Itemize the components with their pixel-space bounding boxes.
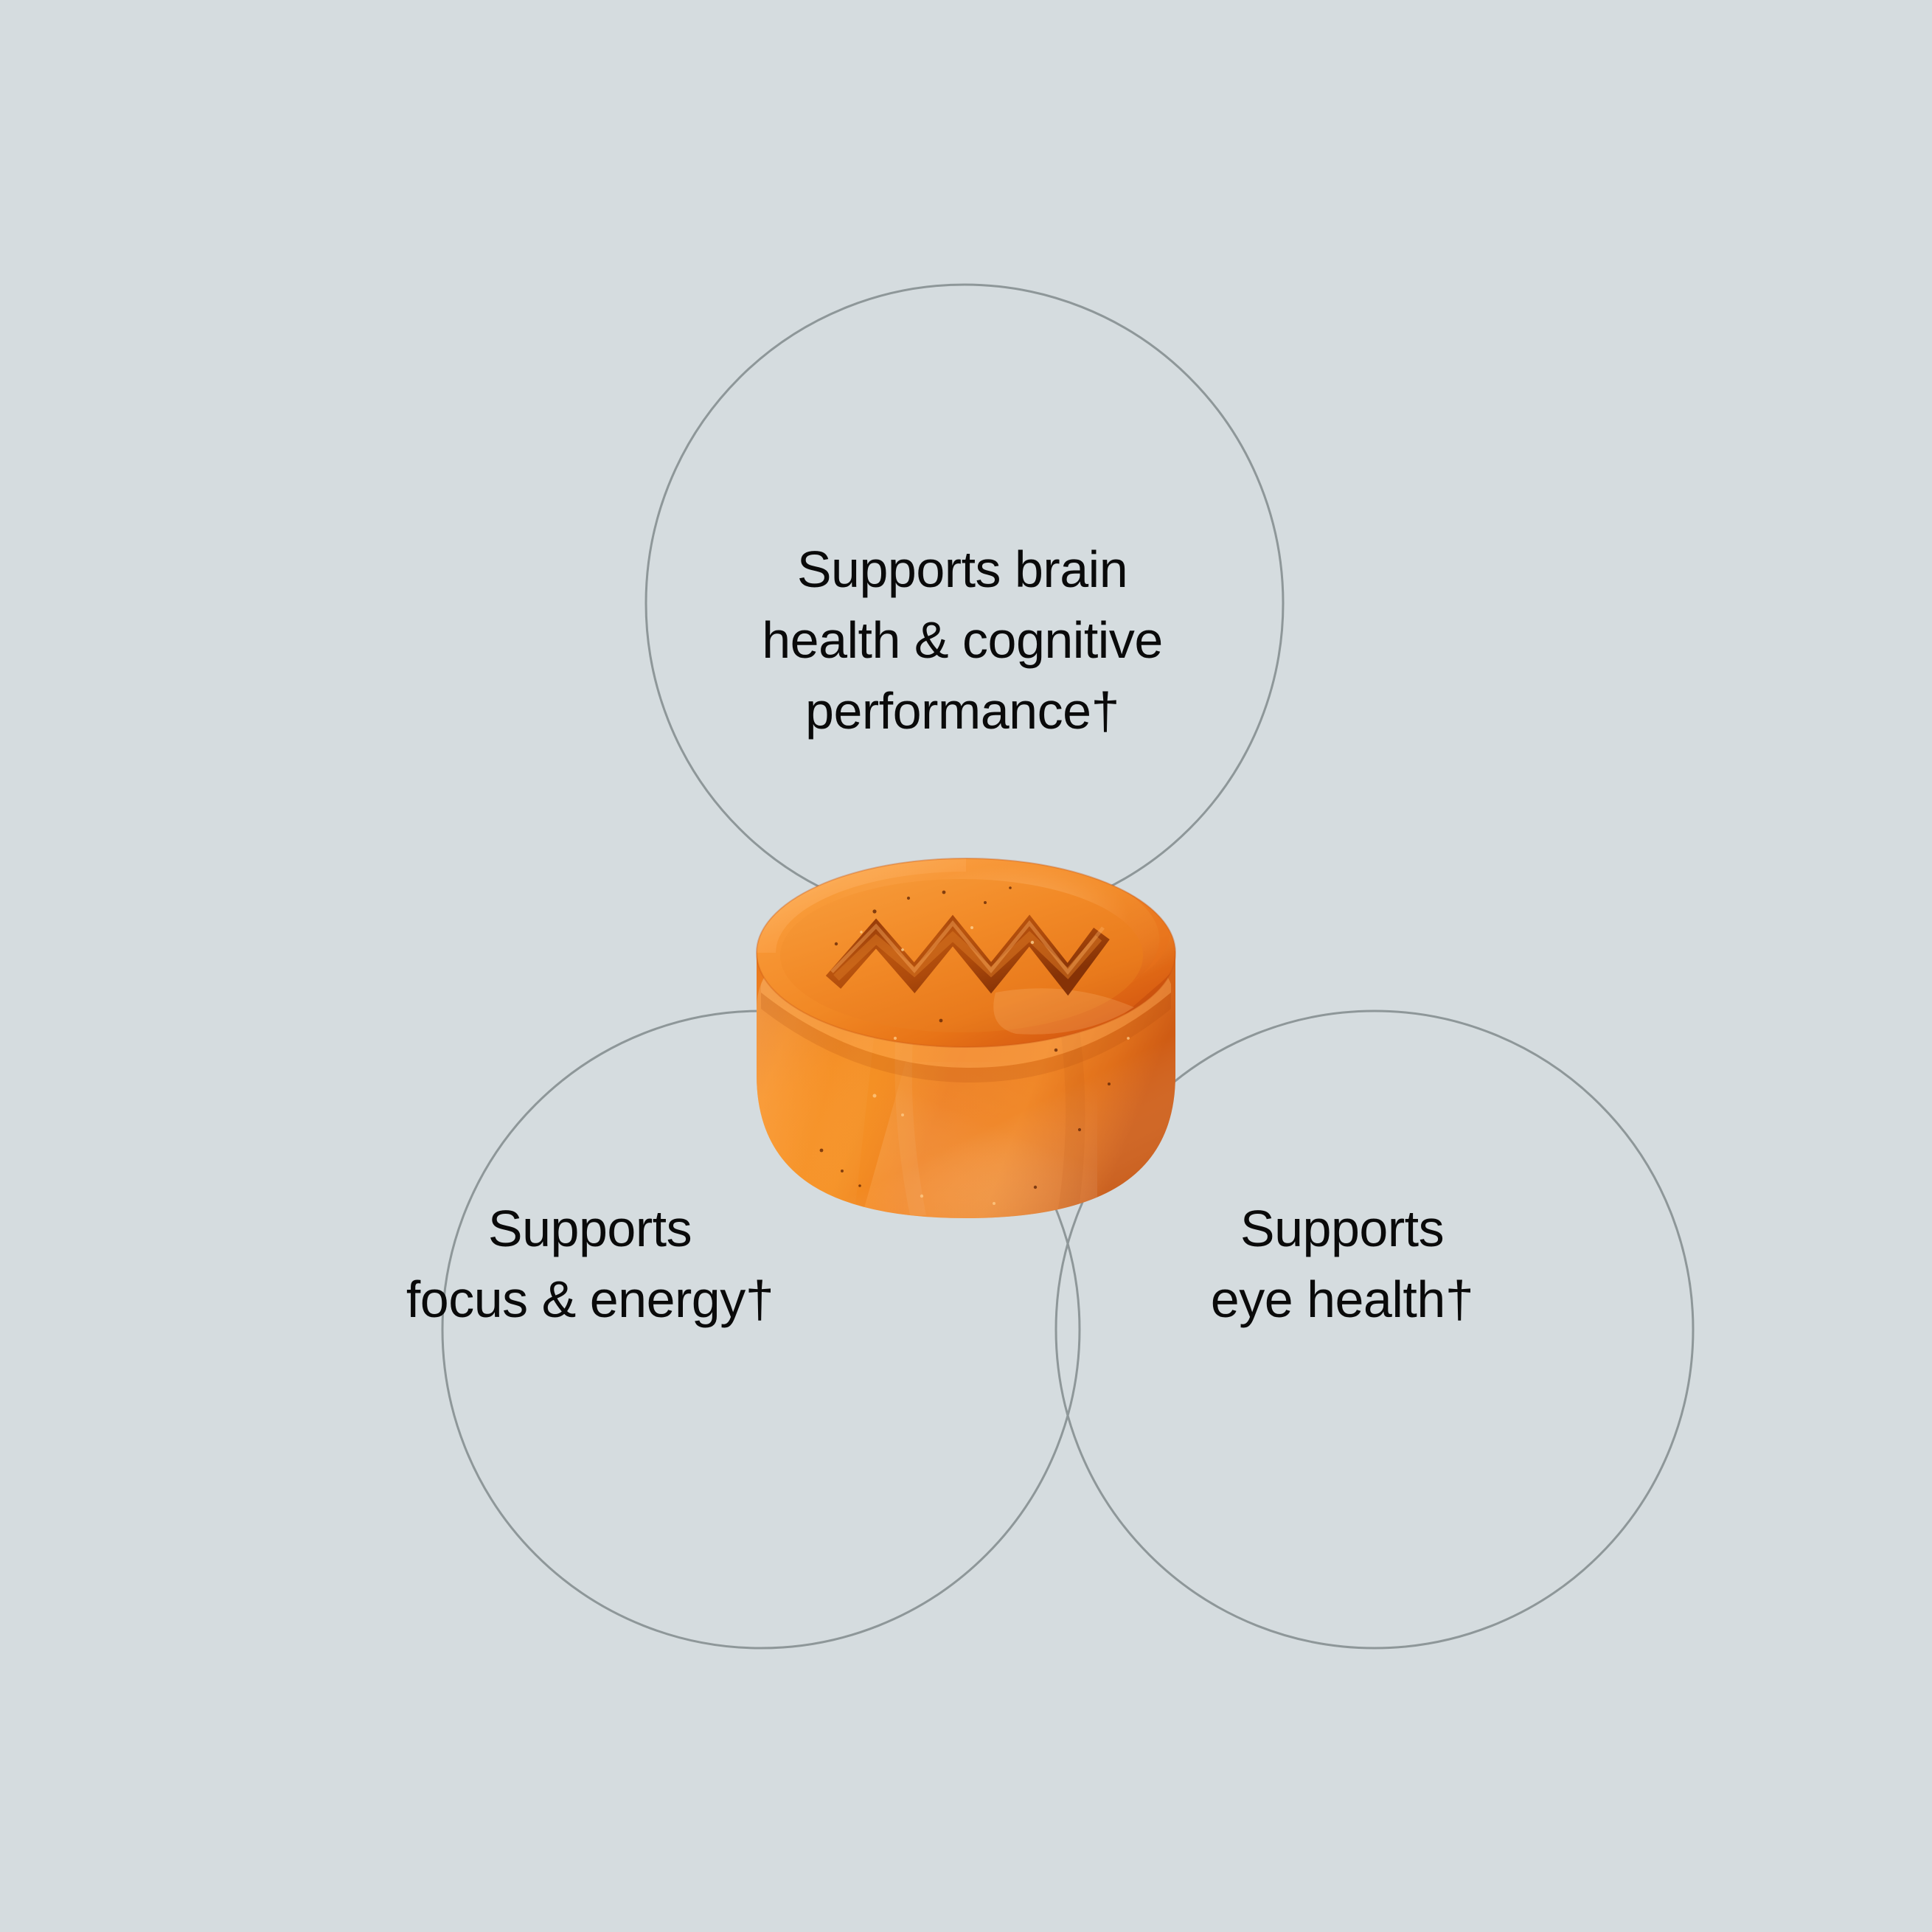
venn-circle-bottom-right [1054, 1010, 1695, 1650]
gummy-top-face [756, 858, 1176, 1048]
benefit-label-brain-health: Supports brain health & cognitive perfor… [762, 541, 1163, 740]
gummy-specks [819, 886, 1130, 1205]
zigzag-wave-logo-icon [825, 914, 1110, 996]
orange-gummy-icon [756, 858, 1176, 1218]
benefit-label-focus-energy: Supports focus & energy† [406, 1200, 774, 1328]
benefit-label-eye-health: Supports eye health† [1210, 1200, 1474, 1328]
product-gummy-image [751, 841, 1181, 1223]
